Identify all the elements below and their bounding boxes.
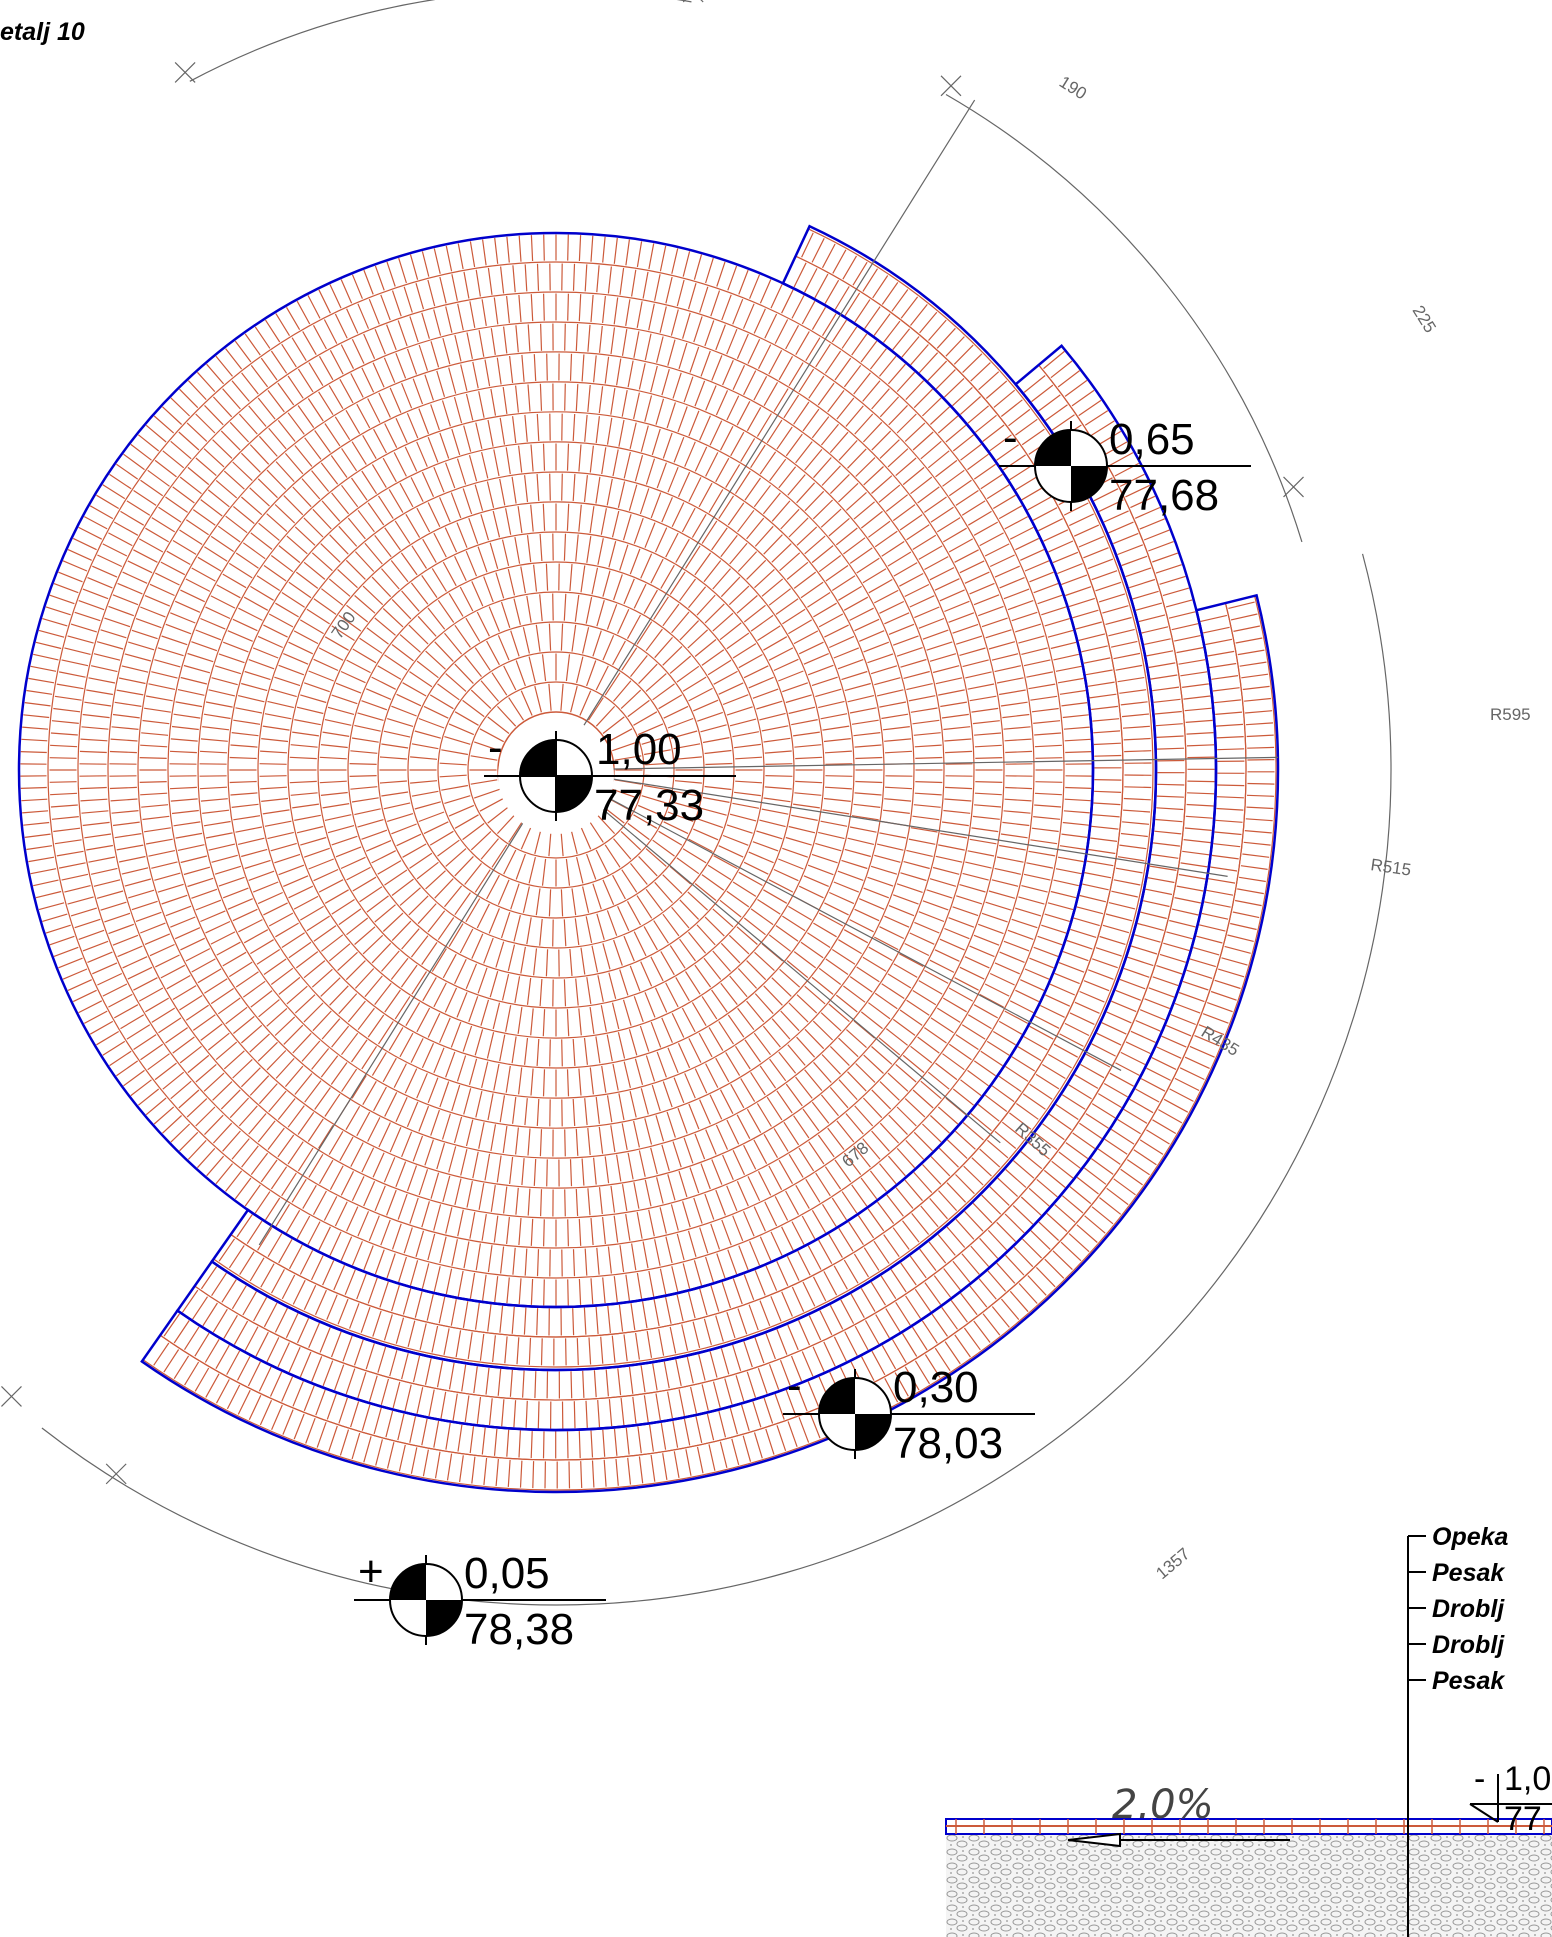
level-terrace3-abs: 78,38 [464, 1605, 574, 1654]
brick-course [107, 321, 1005, 1219]
level-terrace2-rel: 0,30 [893, 1363, 979, 1412]
brick-course [257, 471, 855, 1069]
brick-course [347, 561, 765, 979]
layer-label: Pesak [1432, 1667, 1505, 1695]
dimension-diameter-line [258, 99, 976, 1246]
brick-course [197, 411, 915, 1129]
dimension-tick [940, 75, 962, 97]
dimension-diameter: 700 [328, 608, 360, 642]
level-marker-center: - 1,00 77,33 [484, 718, 736, 834]
dimension-arc-right: 225 [1409, 302, 1440, 336]
dimension-tick [1283, 476, 1304, 498]
brick-joints-course [229, 443, 883, 1097]
dimension-arc-right-line [945, 93, 1303, 543]
paving-terrace-3-edge [140, 593, 1280, 1494]
radius-label-595: R595 [1490, 705, 1531, 724]
slope-label: 2.0% [1112, 1782, 1214, 1828]
brick-course [317, 531, 795, 1009]
brick-course [437, 651, 675, 889]
level-marker-terrace3: + 0,05 78,38 [354, 1547, 606, 1654]
brick-joints-course [259, 473, 853, 1067]
slope-arrow: 2.0% [1067, 1782, 1290, 1848]
brick-joints-course [289, 503, 823, 1037]
dimension-arc-top: 190 [1056, 72, 1090, 103]
drawing-title: etalj 10 [0, 18, 85, 46]
brick-course [137, 351, 975, 1189]
level-center-sign: - [488, 723, 503, 772]
level-terrace1-sign: - [1003, 413, 1018, 462]
level-center-abs: 77,33 [594, 781, 704, 830]
section-level-abs: 77 [1504, 1800, 1542, 1838]
brick-joints-course [163, 602, 1245, 1459]
level-terrace2-abs: 78,03 [893, 1419, 1003, 1468]
level-marker-terrace1: - 0,65 77,68 [999, 413, 1251, 520]
layer-label: Droblj [1432, 1631, 1505, 1659]
level-terrace1-rel: 0,65 [1109, 415, 1195, 464]
brick-joints [955, 1819, 1545, 1834]
brick-joints-course [349, 563, 763, 977]
section-level-sign: - [1474, 1760, 1485, 1798]
brick-course [167, 381, 945, 1159]
dimension-tick [174, 62, 196, 83]
brick-course [407, 621, 705, 919]
paving-edges [17, 224, 1280, 1494]
layer-label: Opeka [1432, 1523, 1509, 1551]
brick-joints-course [79, 293, 1033, 1247]
brick-joints-course [218, 232, 1152, 1366]
level-center-rel: 1,00 [596, 725, 682, 774]
level-terrace1-abs: 77,68 [1109, 471, 1219, 520]
radial-paving [18, 228, 1277, 1491]
brick-course [377, 591, 735, 949]
level-terrace2-sign: - [787, 1361, 802, 1410]
brick-joints-course [20, 234, 1092, 1306]
brick-course [47, 261, 1065, 1279]
brick-joints-course [469, 683, 643, 857]
dimension-arc-bottom-line [41, 553, 1392, 1606]
brick-joints-course [409, 623, 703, 917]
gravel-layer [946, 1834, 1552, 1937]
radius-line-515 [555, 769, 1228, 877]
brick-course [227, 441, 885, 1099]
paving-central [18, 232, 1094, 1308]
dimension-tick [105, 1463, 127, 1485]
radius-label-515: R515 [1369, 855, 1412, 879]
dimension-arc-bottom: 1357 [1152, 1544, 1193, 1583]
brick-course [77, 291, 1035, 1249]
brick-joints-course [199, 413, 913, 1127]
dimension-tick [1, 1385, 22, 1407]
layer-label: Pesak [1432, 1559, 1505, 1587]
radius-line-595 [555, 756, 1278, 771]
brick-course [287, 501, 825, 1039]
brick-joints-course [182, 350, 1215, 1429]
brick-joints-course [49, 263, 1063, 1277]
brick-joints-course [139, 353, 973, 1187]
radius-line-435 [555, 769, 1122, 1071]
layer-label: Droblj [1432, 1595, 1505, 1623]
section-level-rel: 1,0 [1504, 1760, 1551, 1798]
level-terrace3-sign: + [358, 1547, 384, 1596]
brick-joints-course [109, 323, 1003, 1217]
brick-joints-course [319, 533, 793, 1007]
section-level-marker: - 1,0 77 [1469, 1760, 1552, 1838]
level-terrace3-rel: 0,05 [464, 1549, 550, 1598]
level-marker-terrace2: - 0,30 78,03 [783, 1361, 1035, 1468]
brick-joints-course [169, 383, 943, 1157]
radius-line-355 [555, 769, 1001, 1144]
dimension-lines [1, 0, 1392, 1606]
dimension-arc-top-line [189, 0, 692, 82]
